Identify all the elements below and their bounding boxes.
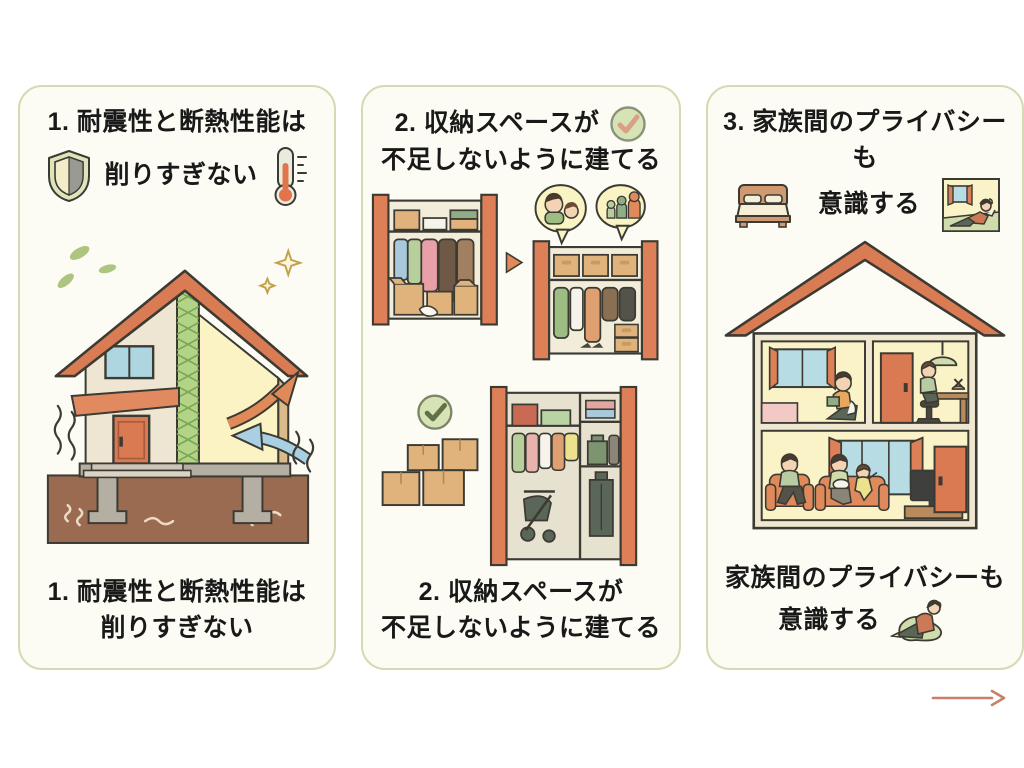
card-family-privacy: 3. 家族間のプライバシーも 意識する: [706, 85, 1024, 670]
card3-bottom-line2: 意識する: [777, 606, 880, 635]
card2-title-line2: 不足しないように建てる: [380, 146, 661, 174]
beanbag-person-icon: [890, 596, 952, 646]
bed-icon: [730, 182, 796, 228]
card-storage-space: 2. 収納スペースが 不足しないように建てる: [361, 85, 681, 670]
card2-title-line1: 2. 収納スペースが: [394, 109, 600, 138]
card2-bottom-line2: 不足しないように建てる: [380, 613, 661, 642]
storage-closet-illustration: [381, 385, 638, 566]
card1-title-line1: 1. 耐震性と断熱性能は: [47, 108, 307, 136]
card3-title-line2: 意識する: [817, 190, 920, 219]
card1-bottom-line2: 削りすぎない: [100, 613, 254, 642]
closet-before-after-illustration: [371, 183, 659, 361]
insulated-house-illustration: [46, 245, 315, 544]
card-row: 1. 耐震性と断熱性能は 削りすぎない: [18, 85, 1024, 670]
card3-title-line1: 3. 家族間のプライバシーも: [723, 108, 1007, 172]
family-house-illustration: [724, 240, 1006, 530]
card3-bottom-line1: 家族間のプライバシーも: [724, 563, 1005, 592]
shield-icon: [44, 148, 94, 204]
card-earthquake-insulation: 1. 耐震性と断熱性能は 削りすぎない: [18, 85, 336, 670]
thermometer-icon: [268, 145, 310, 207]
card2-bottom-line1: 2. 収納スペースが: [418, 578, 624, 606]
relax-room-icon: [941, 178, 1000, 232]
card1-title-line2: 削りすぎない: [104, 160, 258, 189]
card1-bottom-line1: 1. 耐震性と断熱性能は: [47, 578, 307, 606]
check-circle-icon: [609, 105, 647, 143]
next-arrow-icon[interactable]: [930, 688, 1008, 708]
